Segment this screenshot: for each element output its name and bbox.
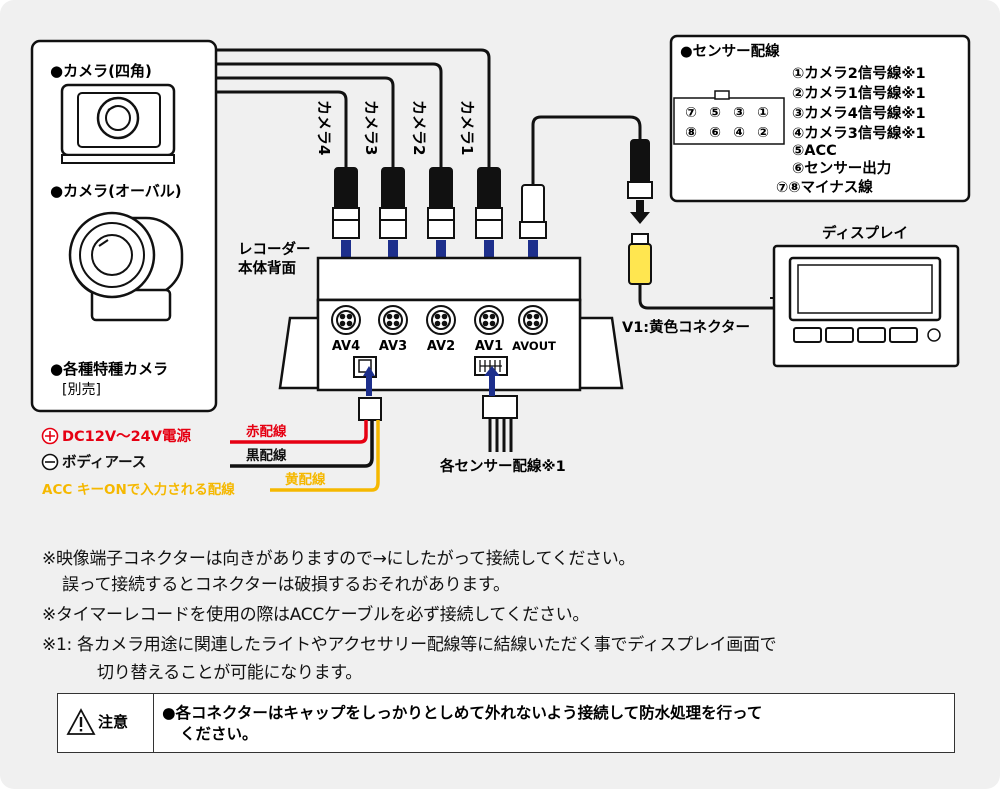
yellow-wire [270, 420, 380, 492]
pin-3: ③ [733, 105, 745, 121]
power-connector [353, 356, 382, 421]
yellow-wire-label: 黄配線 [285, 471, 326, 488]
note-connector-orientation: ※映像端子コネクターは向きがありますので→にしたがって接続してください。 [42, 549, 636, 569]
display-label: ディスプレイ [822, 224, 908, 242]
body-earth-label: ボディアース [62, 453, 146, 471]
sensor-item-3: ③カメラ4信号線※1 [792, 104, 926, 122]
sensor-wiring-box [669, 34, 971, 203]
display-connector-arrow [630, 200, 650, 224]
acc-label: ACC キーONで入力される配線 [42, 481, 235, 498]
channel-label-cam1: カメラ1 [458, 100, 476, 155]
red-wire [230, 420, 368, 444]
sensor-box-title: ●センサー配線 [680, 42, 780, 60]
caution-box: 注意 ●各コネクターはキャップをしっかりとしめて外れないよう接続して防水処理を行… [57, 693, 955, 753]
port-label-av1: AV1 [475, 339, 503, 354]
black-wire-label: 黒配線 [246, 447, 287, 464]
channel-label-cam3: カメラ3 [362, 100, 380, 155]
port-label-avout: AVOUT [512, 339, 556, 353]
pin-6: ⑥ [709, 125, 721, 141]
recorder-ports [331, 305, 548, 335]
yellow-connector [628, 233, 652, 285]
pin-2: ② [757, 125, 769, 141]
red-wire-label: 赤配線 [246, 423, 287, 440]
camera-oval-label: ●カメラ(オーバル) [50, 182, 182, 200]
caution-line1: ●各コネクターはキャップをしっかりとしめて外れないよう接続して防水処理を行って [162, 704, 763, 722]
pin-8: ⑧ [685, 125, 697, 141]
display-icon [770, 244, 960, 368]
note-timer-record: ※タイマーレコードを使用の際はACCケーブルを必ず接続してください。 [42, 605, 590, 625]
sensor-item-7: ⑦⑧マイナス線 [776, 178, 873, 196]
caution-header: 注意 [58, 694, 154, 752]
sensor-connector [474, 356, 518, 452]
note-1-line2: 切り替えることが可能になります。 [97, 663, 362, 683]
camera-cables [216, 48, 491, 170]
recorder-label-line1: レコーダー [238, 240, 311, 258]
dc-power-label: DC12V〜24V電源 [62, 427, 191, 445]
caution-line2: ください。 [180, 725, 258, 743]
plus-symbol-icon [41, 427, 59, 445]
avout-plug [519, 184, 547, 239]
camera-special-note: [別売] [62, 382, 101, 398]
note-1-line1: ※1: 各カメラ用途に関連したライトやアクセサリー配線等に結線いただく事でディス… [42, 635, 777, 655]
display-cable [638, 284, 774, 310]
sensor-pin-diagram [673, 90, 785, 145]
black-wire [230, 420, 374, 468]
port-label-av2: AV2 [427, 339, 455, 354]
pin-7: ⑦ [685, 105, 697, 121]
sensor-item-6: ⑥センサー出力 [792, 159, 891, 177]
connector-label: V1:黄色コネクター [622, 318, 750, 336]
recorder-label-line2: 本体背面 [238, 259, 296, 277]
caution-text: ●各コネクターはキャップをしっかりとしめて外れないよう接続して防水処理を行って … [162, 703, 762, 745]
note-damage-warning: 誤って接続するとコネクターは破損するおそれがあります。 [62, 575, 510, 595]
channel-label-cam4: カメラ4 [315, 100, 333, 155]
sensor-item-1: ①カメラ2信号線※1 [792, 64, 926, 82]
warning-triangle-icon [66, 708, 96, 735]
sensor-wires-label: 各センサー配線※1 [439, 457, 566, 475]
square-camera-icon [60, 83, 176, 164]
pin-5: ⑤ [709, 105, 721, 121]
pin-4: ④ [733, 125, 745, 141]
pin-1: ① [757, 105, 769, 121]
port-label-av4: AV4 [332, 339, 360, 354]
caution-label: 注意 [98, 713, 129, 731]
camera-special-label: ●各種特種カメラ [50, 360, 168, 378]
sensor-item-2: ②カメラ1信号線※1 [792, 84, 926, 102]
avout-cable [531, 115, 642, 190]
camera-square-label: ●カメラ(四角) [50, 62, 152, 80]
camera-plugs [332, 167, 503, 239]
channel-label-cam2: カメラ2 [410, 100, 428, 155]
sensor-item-4: ④カメラ3信号線※1 [792, 124, 926, 142]
minus-symbol-icon [41, 453, 59, 471]
sensor-item-5: ⑤ACC [792, 143, 837, 159]
port-label-av3: AV3 [379, 339, 407, 354]
oval-camera-icon [68, 211, 184, 322]
display-plug [627, 139, 653, 199]
